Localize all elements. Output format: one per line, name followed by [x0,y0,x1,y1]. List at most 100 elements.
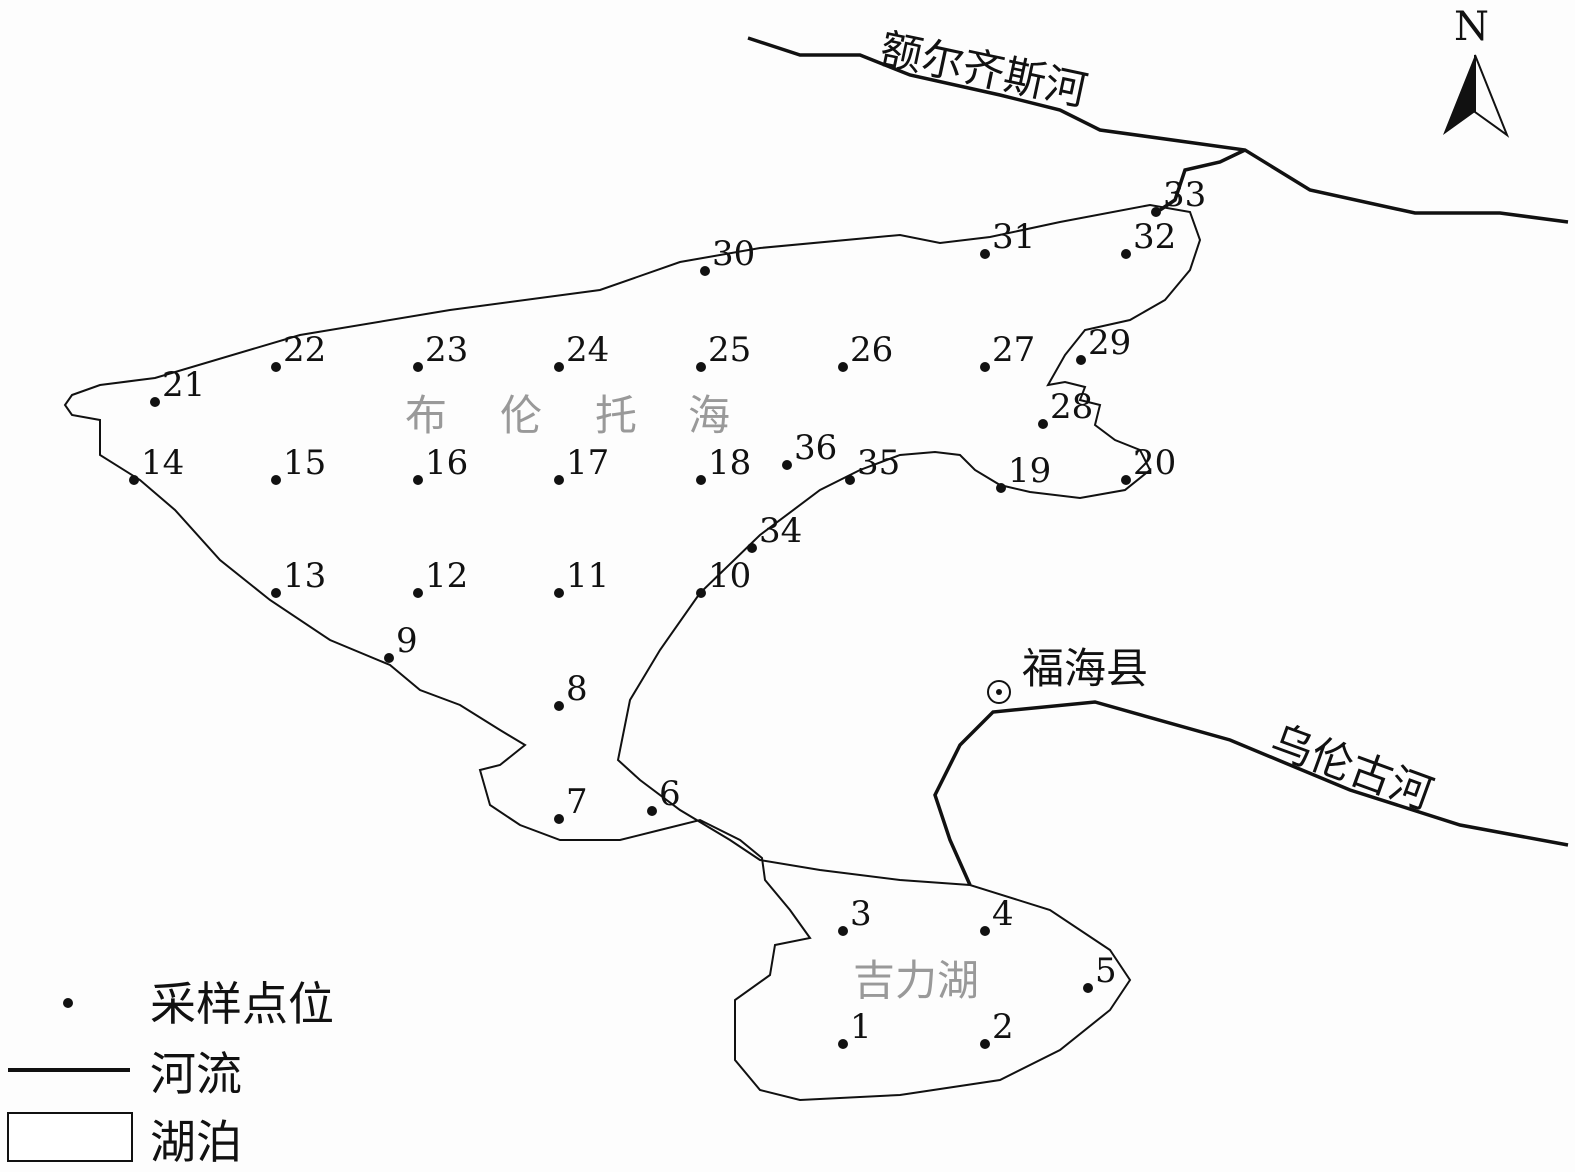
sample-dot [1083,983,1093,993]
sample-label: 32 [1133,217,1176,257]
sample-label: 30 [712,234,755,274]
sample-point: 20 [1121,443,1176,485]
sample-point: 11 [554,556,609,598]
sample-label: 23 [425,330,468,370]
sample-point: 36 [782,428,837,470]
legend-lake-label: 湖泊 [150,1115,242,1169]
sample-dot [838,362,848,372]
sample-dot [696,475,706,485]
sample-label: 26 [850,330,893,370]
county-symbol-icon [987,680,1011,704]
sample-label: 11 [566,556,609,596]
sample-dot [838,926,848,936]
legend-river-label: 河流 [150,1047,242,1101]
sample-dot [554,588,564,598]
lake-name-jili: 吉力湖 [853,956,979,1005]
sample-point: 25 [696,330,751,372]
sample-dot [413,475,423,485]
sample-label: 24 [566,330,609,370]
sample-label: 18 [708,443,751,483]
north-arrow-outline-icon [1474,54,1510,138]
sample-label: 27 [992,330,1035,370]
sample-dot [980,249,990,259]
sample-point: 35 [845,443,900,485]
sample-dot [554,701,564,711]
sample-dot [647,806,657,816]
sample-dot [980,362,990,372]
sample-point: 21 [150,365,205,407]
lake-name-char: 伦 [500,391,542,440]
sample-dot [413,588,423,598]
sample-dot [271,588,281,598]
sample-point: 6 [647,774,681,816]
irtysh-river [747,36,1569,224]
sample-label: 16 [425,443,468,483]
legend: 采样点位 河流 湖泊 [7,977,334,1169]
sample-point: 16 [413,443,468,485]
sample-point: 7 [554,782,588,824]
sample-dot [700,266,710,276]
sample-label: 4 [992,894,1014,934]
sample-point: 30 [700,234,755,276]
county-symbol-dot [996,689,1002,695]
sample-dot [384,653,394,663]
sample-dot [413,362,423,372]
sample-point: 29 [1076,323,1131,365]
sample-dot [1121,475,1131,485]
sample-point: 27 [980,330,1035,372]
lake-name-char: 布 [405,391,447,440]
legend-sample-label: 采样点位 [150,977,334,1031]
sample-dot [554,814,564,824]
north-arrow: N [1443,4,1510,138]
sample-label: 34 [759,511,802,551]
sample-label: 22 [283,330,326,370]
sample-dot [1076,355,1086,365]
sample-label: 12 [425,556,468,596]
lake-name-bulunto: 布 伦 托 海 [405,391,730,440]
sample-label: 9 [396,621,418,661]
county-marker: 福海县 [987,644,1148,704]
sample-dot [1038,419,1048,429]
sample-label: 36 [794,428,837,468]
sample-point: 26 [838,330,893,372]
sample-label: 17 [566,443,609,483]
sample-point: 13 [271,556,326,598]
irtysh-river-label: 额尔齐斯河 [876,24,1092,116]
sample-label: 1 [850,1007,872,1047]
sample-point: 24 [554,330,609,372]
sample-point: 15 [271,443,326,485]
sample-label: 19 [1008,451,1051,491]
north-label: N [1454,4,1489,50]
sample-dot [696,362,706,372]
sample-point: 32 [1121,217,1176,259]
sample-dot [150,397,160,407]
sample-dot [554,362,564,372]
sample-dot [996,483,1006,493]
sample-label: 2 [992,1007,1014,1047]
sample-point: 4 [980,894,1014,936]
sample-label: 21 [162,365,205,405]
sample-dot [1121,249,1131,259]
lake-name-char: 海 [688,391,730,440]
sample-point: 23 [413,330,468,372]
sample-dot [838,1039,848,1049]
lake-name-char: 托 [595,391,637,440]
sample-label: 15 [283,443,326,483]
lake-outline [63,203,1202,1102]
sample-point: 18 [696,443,751,485]
sample-dot [554,475,564,485]
north-arrow-icon [1443,55,1475,135]
sample-dot [782,460,792,470]
sample-dot [271,362,281,372]
sample-point: 34 [747,511,802,553]
sample-point: 12 [413,556,468,598]
sample-point: 31 [980,217,1035,259]
sample-point: 3 [838,894,872,936]
sample-point: 22 [271,330,326,372]
sample-point: 14 [129,443,184,485]
sample-label: 10 [708,556,751,596]
sample-dot [980,926,990,936]
